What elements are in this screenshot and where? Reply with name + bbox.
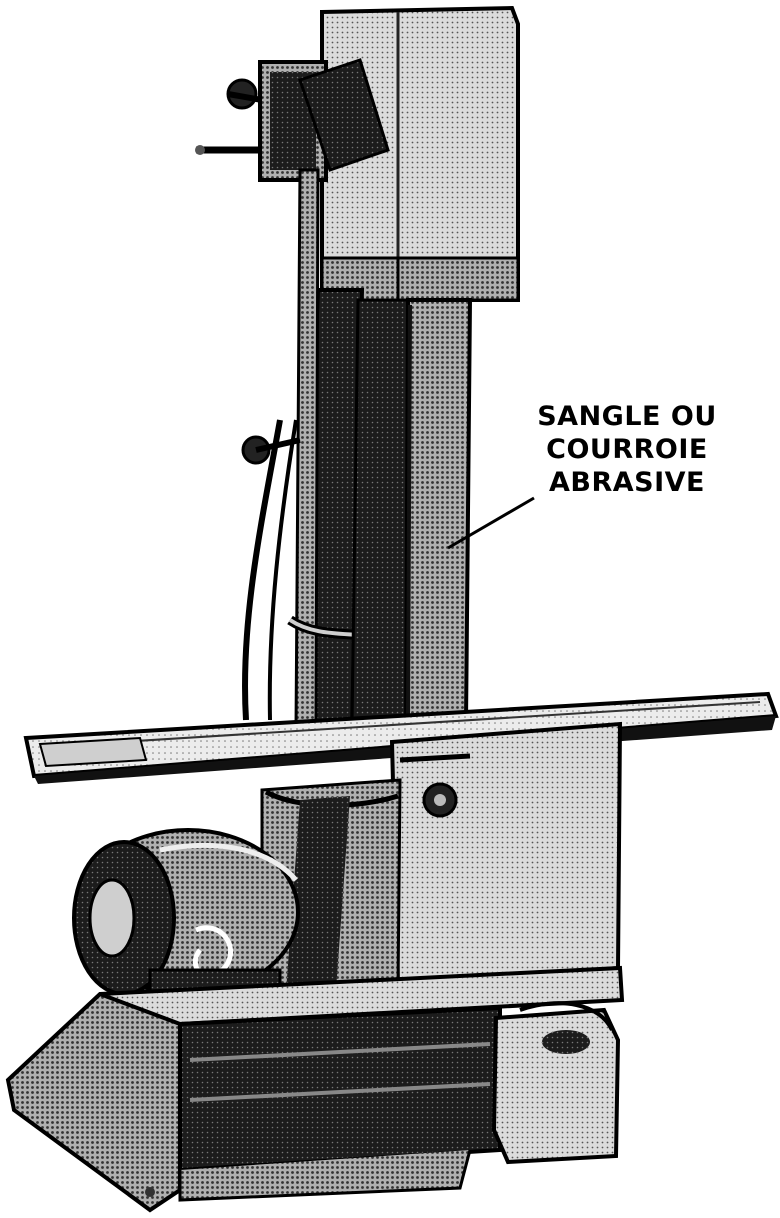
callout-line-1: SANGLE OU <box>537 401 717 432</box>
tension-assembly <box>195 58 390 182</box>
lower-cabinet <box>260 721 623 998</box>
abrasive-belt <box>350 298 473 727</box>
callout-line-2: COURROIE <box>546 434 708 465</box>
base <box>5 965 625 1213</box>
callout-leader <box>447 496 535 550</box>
callout-line-3: ABRASIVE <box>549 467 705 498</box>
motor <box>72 828 300 1000</box>
belt-callout-label: SANGLE OU COURROIE ABRASIVE <box>512 400 742 499</box>
